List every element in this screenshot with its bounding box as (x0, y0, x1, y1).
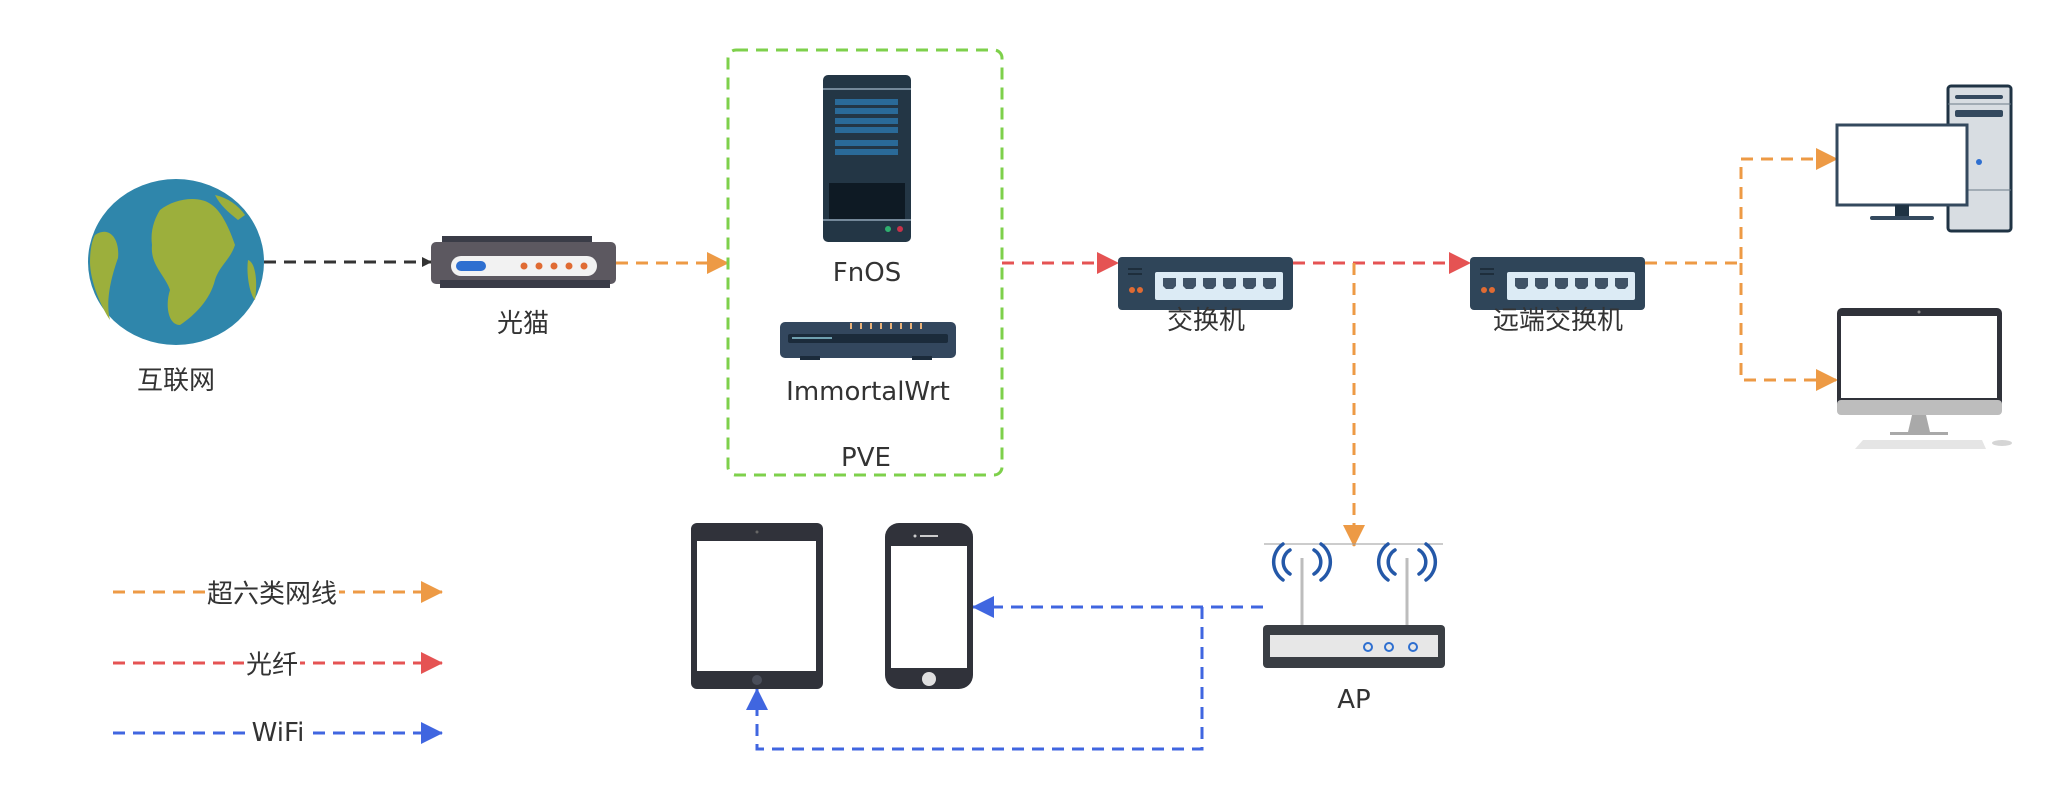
internet-label: 互联网 (136, 366, 216, 396)
port (1243, 278, 1256, 289)
phone-icon (885, 523, 973, 689)
wireless-ap-icon (1263, 542, 1445, 668)
port (1535, 278, 1548, 289)
fnos-label: FnOS (832, 258, 902, 288)
legend-fiber-label: 光纤 (243, 644, 301, 682)
port (1223, 278, 1236, 289)
tablet-icon (691, 523, 823, 689)
edge-remote-switch-desktop (1645, 148, 1838, 265)
port (1183, 278, 1196, 289)
modem-icon (431, 236, 616, 288)
modem-label: 光猫 (496, 309, 550, 339)
port (1163, 278, 1176, 289)
switch-label: 交换机 (1166, 306, 1246, 336)
legend-cat6-label: 超六类网线 (204, 573, 340, 611)
globe-icon (88, 179, 264, 345)
port (1203, 278, 1216, 289)
pve-group-box (726, 48, 1004, 477)
switch-icon (1118, 257, 1293, 310)
router-icon (780, 322, 956, 360)
pve-label: PVE (841, 443, 891, 473)
edge-ap-tablet (746, 607, 1204, 751)
edges (264, 148, 1838, 751)
port (1595, 278, 1608, 289)
port (1263, 278, 1276, 289)
remote-switch-icon (1470, 257, 1645, 310)
port (1575, 278, 1588, 289)
port (1615, 278, 1628, 289)
port (1515, 278, 1528, 289)
port (1555, 278, 1568, 289)
server-icon (823, 75, 911, 242)
immortalwrt-label: ImmortalWrt (786, 377, 950, 407)
legend-wifi-label: WiFi (249, 718, 307, 748)
all-in-one-pc-icon (1837, 308, 2012, 449)
desktop-pc-icon (1835, 84, 2013, 233)
remote-switch-label: 远端交换机 (1492, 306, 1624, 336)
edge-remote-switch-imac (1739, 263, 1838, 391)
ap-label: AP (1337, 685, 1371, 715)
